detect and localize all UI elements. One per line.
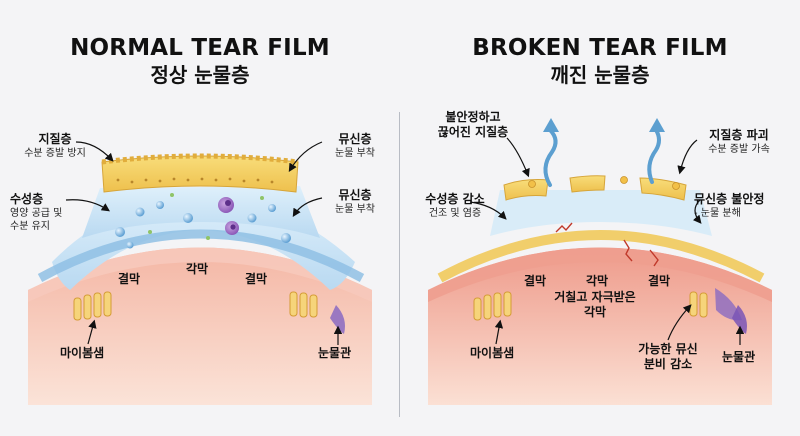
tear-duct-label: 눈물관 xyxy=(318,346,352,360)
mucin-unstable-name: 뮤신층 불안정 xyxy=(694,192,765,206)
mucin-layer-desc-1: 눈물 부착 xyxy=(335,148,375,159)
lipid-layer-label: 지질층 수분 증발 방지 xyxy=(10,132,100,160)
normal-title-ko: 정상 눈물층 xyxy=(150,63,250,87)
lipid-destroyed-desc: 수분 증발 가속 xyxy=(708,144,770,155)
broken-conjunctiva-right-label: 결막 xyxy=(648,274,671,288)
normal-title-en: NORMAL TEAR FILM xyxy=(70,35,330,61)
normal-eye-cross-section xyxy=(28,153,372,405)
aqueous-layer-name: 수성층 xyxy=(10,192,44,206)
mucin-layer-name-1: 뮤신층 xyxy=(338,132,372,146)
broken-cornea-label: 각막 xyxy=(586,274,609,288)
aqueous-layer-desc-2: 수분 유지 xyxy=(10,221,50,232)
broken-eye-cross-section xyxy=(428,118,772,405)
unstable-lipid-line-2: 끊어진 지질층 xyxy=(437,125,509,139)
broken-tear-duct-label: 눈물관 xyxy=(722,350,756,364)
lipid-destroyed-label: 지질층 파괴 수분 증발 가속 xyxy=(684,128,794,156)
reduced-mucin-label: 가능한 뮤신 분비 감소 xyxy=(618,342,718,372)
conjunctiva-right-label: 결막 xyxy=(245,272,268,286)
lipid-destroyed-name: 지질층 파괴 xyxy=(709,128,769,142)
conjunctiva-left-label: 결막 xyxy=(118,272,141,286)
mucin-layer-label-1: 뮤신층 눈물 부착 xyxy=(320,132,390,160)
mucin-unstable-label: 뮤신층 불안정 - 눈물 분해 xyxy=(694,192,764,220)
cell-icon xyxy=(218,197,239,235)
aqueous-reduced-label: 수성층 감소 건조 및 염증 xyxy=(410,192,500,220)
water-droplet-icon xyxy=(115,201,291,249)
evaporation-arrow-icon xyxy=(543,128,661,187)
broken-title-ko: 깨진 눈물층 xyxy=(550,63,650,87)
unstable-lipid-line-1: 불안정하고 xyxy=(445,110,501,124)
broken-title: BROKEN TEAR FILM 깨진 눈물층 xyxy=(435,34,765,88)
lipid-layer-desc: 수분 증발 방지 xyxy=(24,148,86,159)
aqueous-layer-desc-1: 영양 공급 및 xyxy=(10,208,63,219)
broken-title-en: BROKEN TEAR FILM xyxy=(472,35,728,61)
lipid-layer-name: 지질층 xyxy=(38,132,72,146)
panel-divider xyxy=(399,112,400,417)
aqueous-layer-label: 수성층 영양 공급 및 수분 유지 xyxy=(10,192,62,233)
mucin-layer-desc-2: 눈물 부착 xyxy=(335,204,375,215)
rough-cornea-line-2: 각막 xyxy=(583,305,607,319)
reduced-mucin-line-2: 분비 감소 xyxy=(643,357,693,371)
mucin-layer-label-2: 뮤신층 눈물 부착 xyxy=(320,188,390,216)
reduced-mucin-line-1: 가능한 뮤신 xyxy=(638,342,698,356)
aqueous-reduced-name: 수성층 감소 xyxy=(425,192,485,206)
aqueous-reduced-desc: 건조 및 염증 xyxy=(428,208,482,219)
pointer-lines xyxy=(65,137,745,345)
meibomian-gland-label: 마이봄샘 xyxy=(60,346,105,360)
rough-cornea-line-1: 거칠고 자극받은 xyxy=(554,290,636,304)
mucin-unstable-desc: - 눈물 분해 xyxy=(694,208,741,219)
rough-cornea-label: 거칠고 자극받은 각막 xyxy=(535,290,655,320)
broken-meibomian-gland-label: 마이봄샘 xyxy=(470,346,515,360)
unstable-lipid-label: 불안정하고 끊어진 지질층 xyxy=(418,110,528,140)
mucin-layer-name-2: 뮤신층 xyxy=(338,188,372,202)
cornea-label: 각막 xyxy=(186,262,209,276)
normal-title: NORMAL TEAR FILM 정상 눈물층 xyxy=(35,34,365,88)
meibomian-gland xyxy=(73,291,112,321)
broken-conjunctiva-left-label: 결막 xyxy=(524,274,547,288)
